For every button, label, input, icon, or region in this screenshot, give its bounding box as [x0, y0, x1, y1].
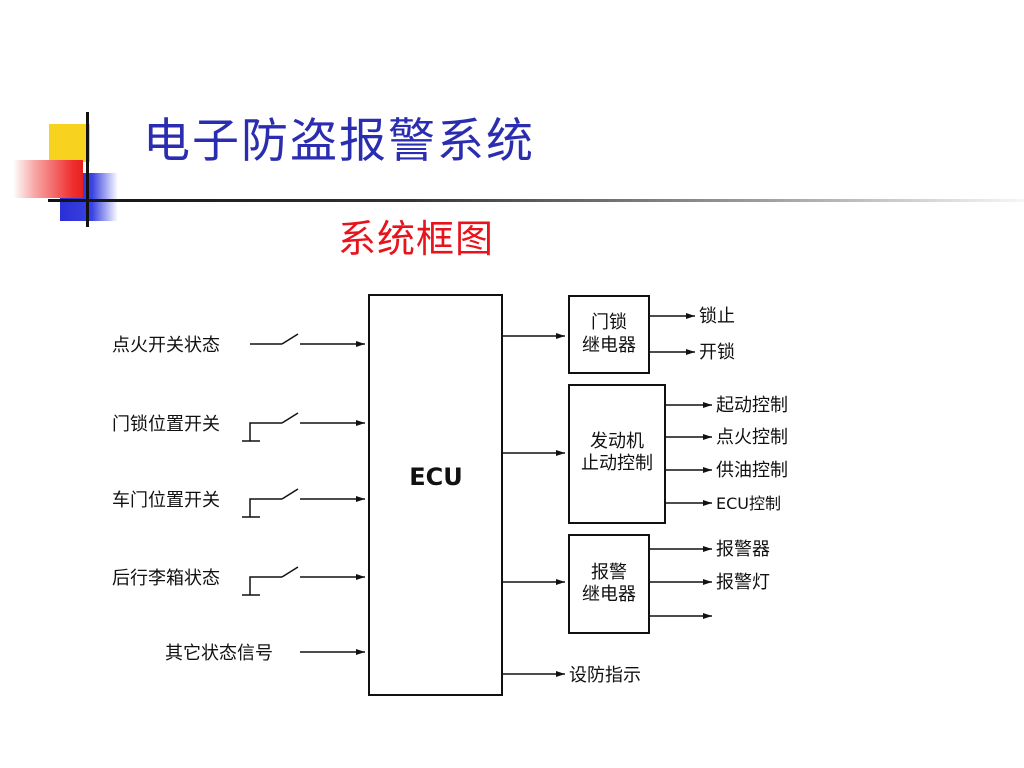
ecu-block: [368, 294, 503, 696]
ecu-label: ECU: [409, 463, 463, 491]
door-lock-relay-line1: 门锁: [591, 312, 627, 333]
decor-red-bar: [13, 160, 83, 198]
block-output-lines: [649, 313, 712, 619]
output-label-fuel-control: 供油控制: [716, 460, 788, 481]
alarm-relay-line2: 继电器: [582, 584, 636, 605]
slide-subtitle: 系统框图: [338, 217, 495, 261]
input-lines: [242, 333, 365, 655]
input-label-trunk: 后行李箱状态: [112, 568, 220, 589]
output-label-lock: 锁止: [699, 306, 735, 327]
input-label-door-position: 车门位置开关: [112, 490, 220, 511]
output-label-arm-indicator: 设防指示: [569, 665, 641, 686]
input-label-ignition: 点火开关状态: [112, 335, 220, 356]
output-label-ignition-control: 点火控制: [716, 427, 788, 448]
title-underline: [48, 199, 1024, 202]
input-label-other: 其它状态信号: [165, 643, 273, 664]
output-label-unlock: 开锁: [699, 342, 735, 363]
door-lock-relay-line2: 继电器: [582, 335, 636, 356]
slide-title: 电子防盗报警系统: [143, 114, 535, 169]
engine-stop-line2: 止动控制: [581, 453, 653, 474]
alarm-relay-line1: 报警: [591, 562, 627, 583]
door-lock-relay-block: [568, 295, 650, 374]
output-label-ecu-control: ECU控制: [716, 494, 781, 513]
output-label-start-control: 起动控制: [716, 395, 788, 416]
decor-yellow-square: [49, 124, 90, 162]
engine-stop-line1: 发动机: [590, 431, 644, 452]
decor-vertical-line: [86, 112, 89, 227]
input-label-door-lock: 门锁位置开关: [112, 414, 220, 435]
ecu-output-lines: [502, 333, 565, 677]
engine-stop-block: [568, 384, 666, 524]
output-label-alarm-light: 报警灯: [716, 572, 770, 593]
alarm-relay-block: [568, 534, 650, 634]
output-label-alarm: 报警器: [716, 539, 770, 560]
